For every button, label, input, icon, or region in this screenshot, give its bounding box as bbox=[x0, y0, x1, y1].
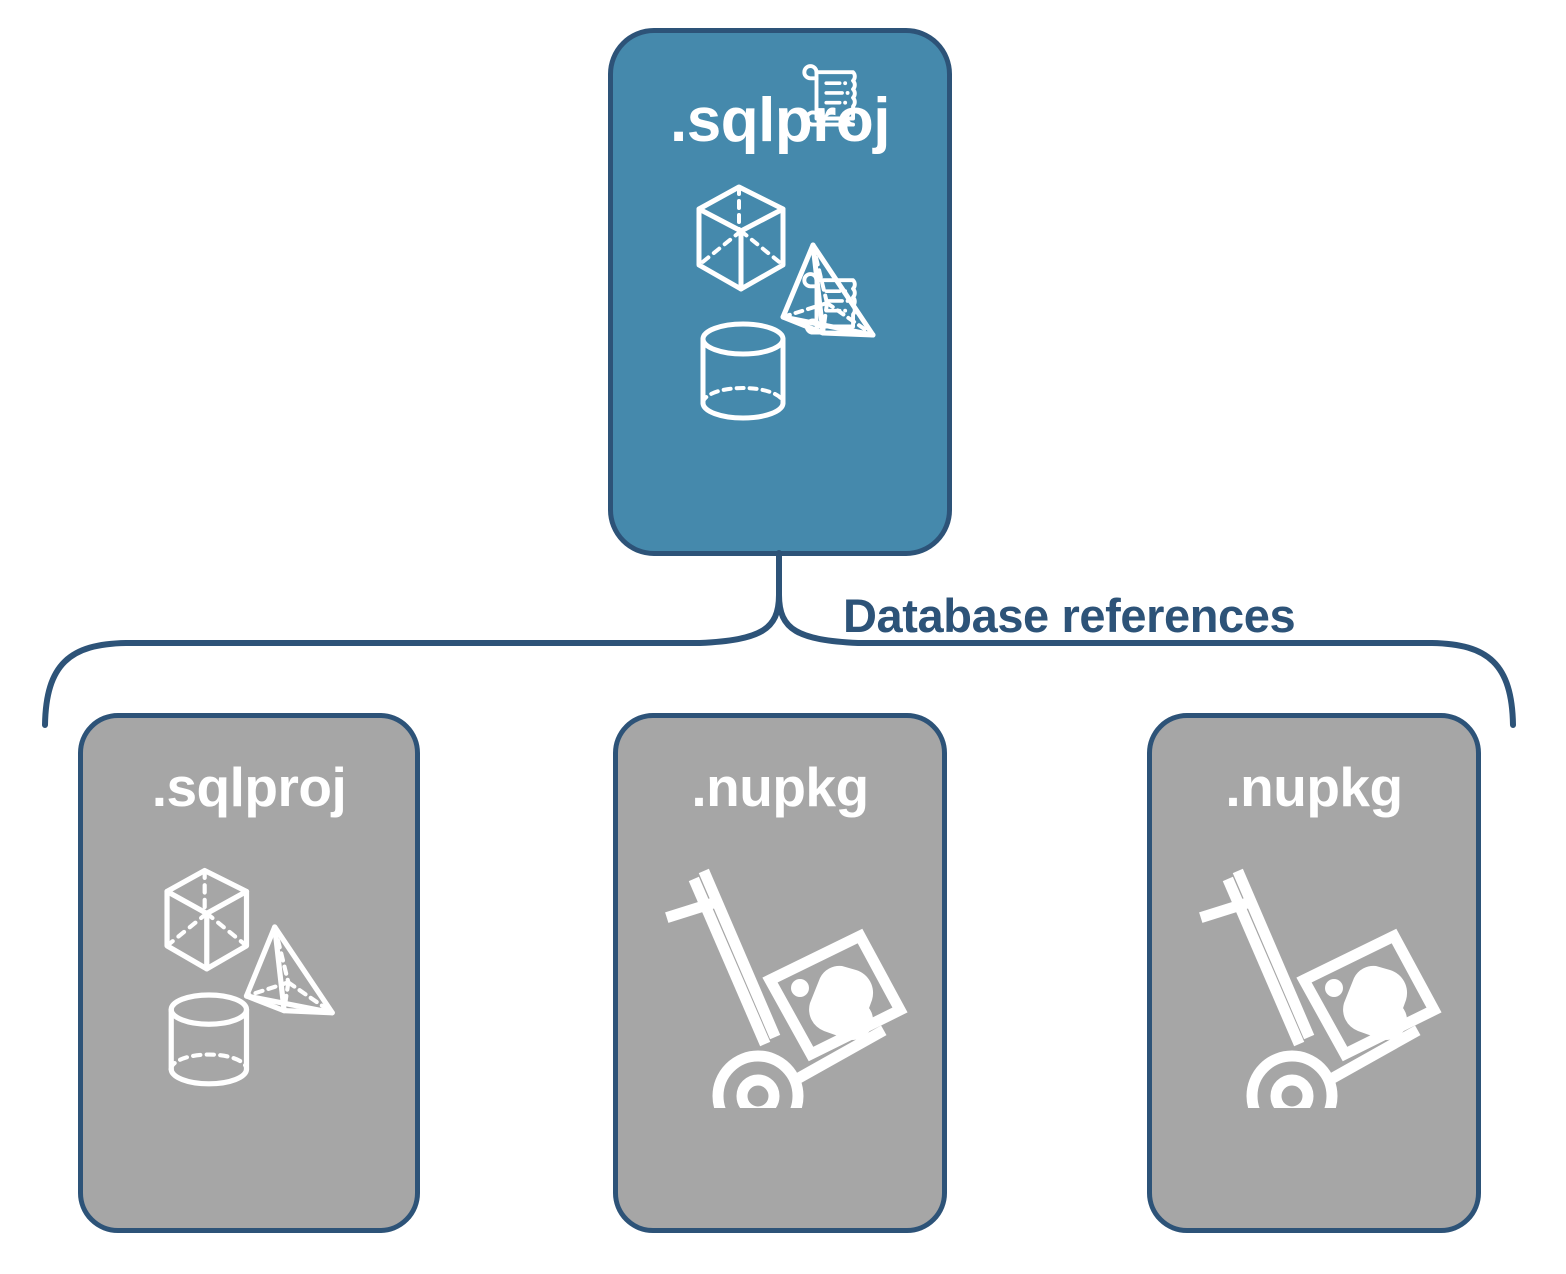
sqlproj-reference-icon-group bbox=[158, 858, 358, 1088]
scroll-icon-2-holder bbox=[797, 268, 875, 346]
node-sqlproj-reference-label: .sqlproj bbox=[151, 756, 347, 818]
nuget-package-dolly-icon bbox=[1199, 868, 1442, 1142]
cylinder-icon bbox=[168, 992, 250, 1087]
node-nupkg-2-label: .nupkg bbox=[1225, 756, 1403, 818]
cube-icon bbox=[164, 867, 250, 972]
cube-icon bbox=[696, 184, 786, 292]
nupkg-1-icon-group bbox=[660, 858, 918, 1142]
nuget-logo-blobs bbox=[791, 965, 874, 1040]
nuget-logo-blobs bbox=[1325, 965, 1408, 1040]
pyramid-icon bbox=[243, 924, 335, 1016]
sqlproj-objects-icon bbox=[164, 867, 335, 1087]
main-node-icon-group bbox=[691, 173, 881, 433]
connector-label: Database references bbox=[843, 589, 1296, 642]
pyramid-icon bbox=[780, 242, 876, 338]
scroll-icon bbox=[802, 272, 857, 335]
node-nupkg-1[interactable]: .nupkg bbox=[613, 713, 947, 1233]
node-sqlproj-main[interactable]: .sqlproj bbox=[608, 28, 952, 556]
node-sqlproj-main-label: .sqlproj bbox=[670, 86, 890, 155]
node-nupkg-1-label: .nupkg bbox=[691, 756, 869, 818]
cylinder-icon bbox=[700, 321, 786, 421]
nuget-package-dolly-icon bbox=[665, 868, 908, 1142]
sqlproj-objects-icon bbox=[696, 184, 876, 421]
nupkg-2-icon-group bbox=[1194, 858, 1452, 1142]
node-nupkg-2[interactable]: .nupkg bbox=[1147, 713, 1481, 1233]
node-sqlproj-reference[interactable]: .sqlproj bbox=[78, 713, 420, 1233]
